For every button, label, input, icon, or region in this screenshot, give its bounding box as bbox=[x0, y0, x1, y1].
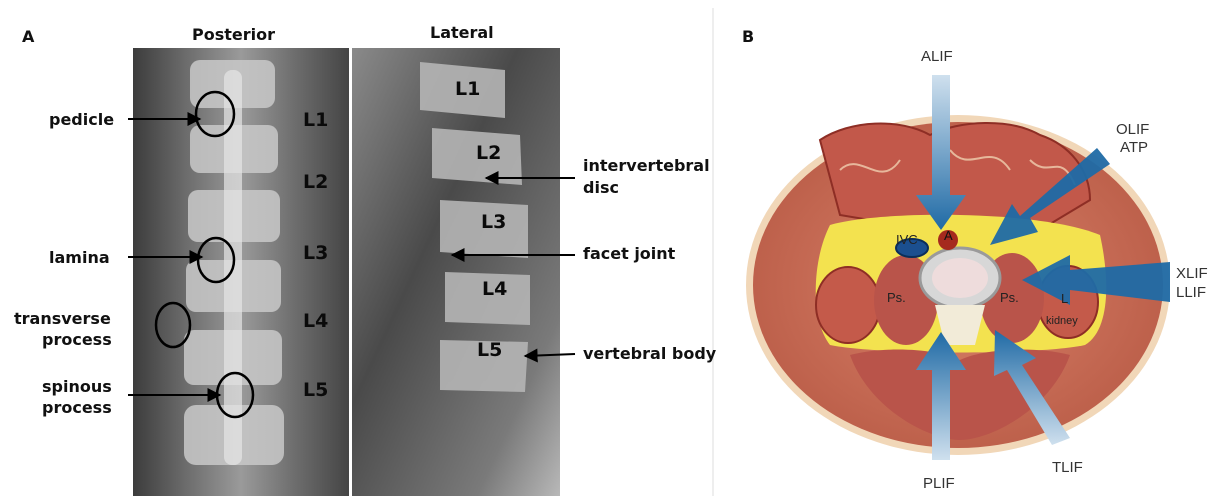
tlif-label: TLIF bbox=[1052, 459, 1083, 476]
panel-b-letter: B bbox=[742, 27, 754, 46]
facet-joint-label: facet joint bbox=[583, 244, 675, 263]
transverse-label-line2: process bbox=[42, 330, 112, 349]
lateral-L2: L2 bbox=[476, 142, 501, 164]
ivc-label: IVC bbox=[896, 232, 918, 247]
posterior-L2: L2 bbox=[303, 171, 328, 193]
olif-label-line1: OLIF bbox=[1116, 121, 1149, 138]
spinous-label-line1: spinous bbox=[42, 377, 112, 396]
posterior-L4: L4 bbox=[303, 310, 328, 332]
psoas-left-label: Ps. bbox=[887, 290, 906, 305]
lateral-L1: L1 bbox=[455, 78, 480, 100]
vertebral-body-label: vertebral body bbox=[583, 344, 716, 363]
spinous-label-line2: process bbox=[42, 398, 112, 417]
lamina-label: lamina bbox=[49, 248, 110, 267]
right-kidney bbox=[816, 267, 880, 343]
lateral-L3: L3 bbox=[481, 211, 506, 233]
kidney-label-line1: L bbox=[1061, 291, 1068, 306]
lateral-L5: L5 bbox=[477, 339, 502, 361]
aorta-label: A bbox=[944, 228, 953, 243]
transverse-label-line1: transverse bbox=[14, 309, 111, 328]
psoas-right-label: Ps. bbox=[1000, 290, 1019, 305]
posterior-L1: L1 bbox=[303, 109, 328, 131]
posterior-L5: L5 bbox=[303, 379, 328, 401]
intestines bbox=[820, 123, 1090, 230]
olif-label-line2: ATP bbox=[1120, 139, 1148, 156]
pedicle-label: pedicle bbox=[49, 110, 114, 129]
intervertebral-disc-label-line2: disc bbox=[583, 178, 619, 197]
lateral-xray bbox=[352, 48, 560, 496]
posterior-L3: L3 bbox=[303, 242, 328, 264]
intervertebral-disc-label-line1: intervertebral bbox=[583, 156, 710, 175]
plif-label: PLIF bbox=[923, 475, 955, 492]
xlif-label-line1: XLIF bbox=[1176, 265, 1208, 282]
lateral-L4: L4 bbox=[482, 278, 507, 300]
xlif-label-line2: LLIF bbox=[1176, 284, 1206, 301]
alif-label: ALIF bbox=[921, 48, 953, 65]
kidney-label-line2: kidney bbox=[1046, 315, 1078, 327]
